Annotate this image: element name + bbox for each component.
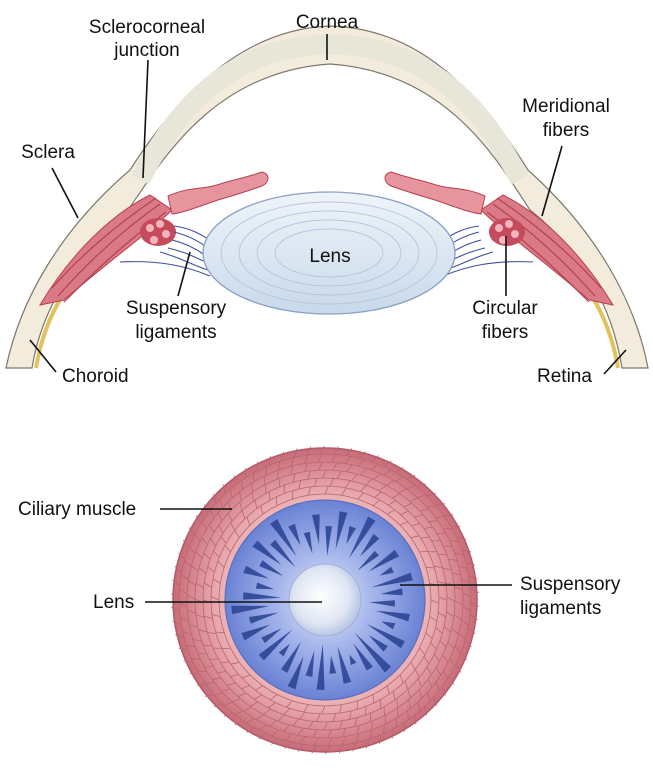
lens-front [289, 564, 361, 636]
label-retina: Retina [537, 366, 592, 387]
label-circular-line2: fibers [482, 322, 528, 343]
label-circular-line1: Circular [472, 298, 538, 319]
circular-fibers-right [489, 218, 525, 246]
eye-cross-section [6, 26, 648, 368]
label-lens-front: Lens [93, 592, 134, 613]
label-choroid: Choroid [62, 366, 129, 387]
muscle-cell-edge [432, 541, 441, 542]
muscle-cell-edge [204, 667, 213, 668]
label-ciliary-muscle: Ciliary muscle [18, 499, 136, 520]
muscle-cell-edge [284, 485, 285, 494]
muscle-cell-edge [198, 654, 207, 655]
label-suspensory-line2: ligaments [135, 322, 216, 343]
label-cornea: Cornea [296, 12, 359, 33]
label-sclerocorneal-line2: junction [113, 40, 180, 61]
label-suspensory-front-line2: ligaments [520, 598, 601, 619]
label-sclera: Sclera [21, 142, 75, 163]
muscle-cell-edge [384, 725, 385, 734]
label-meridional-line1: Meridional [522, 96, 610, 117]
label-meridional-line2: fibers [543, 120, 589, 141]
label-lens-top: Lens [309, 246, 350, 267]
circular-fibers-left [140, 218, 176, 246]
label-sclerocorneal-line1: Sclerocorneal [89, 17, 205, 38]
muscle-cell-edge [384, 707, 385, 716]
muscle-cell-edge [191, 659, 200, 660]
muscle-cell-edge [437, 533, 446, 534]
muscle-cell-edge [443, 546, 452, 547]
muscle-cell-edge [266, 484, 267, 493]
muscle-cell-edge [366, 706, 367, 715]
muscle-cell-edge [266, 466, 267, 475]
label-suspensory-front-line1: Suspensory [520, 574, 621, 595]
eye-front-view [171, 446, 479, 754]
muscle-cell-edge [209, 659, 218, 660]
label-suspensory-line1: Suspensory [126, 298, 227, 319]
muscle-cell-edge [450, 541, 459, 542]
